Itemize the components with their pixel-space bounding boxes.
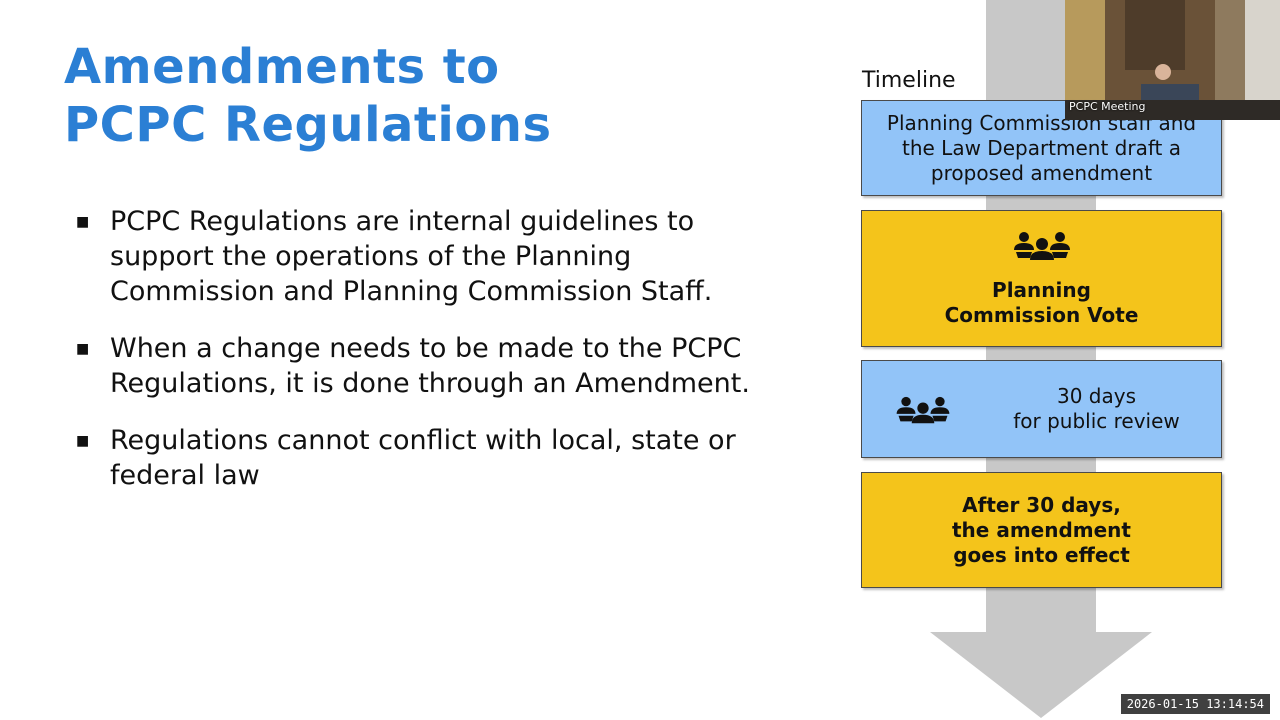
bullet-item: ■ When a change needs to be made to the … bbox=[76, 331, 776, 401]
bullet-text: PCPC Regulations are internal guidelines… bbox=[110, 206, 713, 307]
timeline-arrow-shape bbox=[930, 0, 1152, 718]
bullet-list: ■ PCPC Regulations are internal guidelin… bbox=[76, 204, 776, 515]
timeline-step-public-review: 30 days for public review bbox=[861, 360, 1222, 458]
timeline-step-text: After 30 days, the amendment goes into e… bbox=[952, 492, 1131, 567]
timestamp-overlay: 2026-01-15 13:14:54 bbox=[1120, 694, 1270, 714]
timeline-label: Timeline bbox=[862, 68, 956, 93]
timeline-step-text: Planning Commission Vote bbox=[944, 277, 1139, 327]
bullet-marker: ■ bbox=[76, 433, 90, 449]
participant-label: PCPC Meeting bbox=[1069, 100, 1146, 113]
timeline-arrow bbox=[930, 0, 1152, 718]
timeline-step-text: Planning Commission staff and the Law De… bbox=[886, 110, 1197, 185]
bullet-item: ■ PCPC Regulations are internal guidelin… bbox=[76, 204, 776, 309]
timeline-step-vote: Planning Commission Vote bbox=[861, 210, 1222, 347]
timeline-step-text: 30 days for public review bbox=[1013, 384, 1180, 434]
bullet-marker: ■ bbox=[76, 341, 90, 357]
bullet-marker: ■ bbox=[76, 214, 90, 230]
people-group-icon bbox=[1013, 231, 1070, 260]
bullet-text: Regulations cannot conflict with local, … bbox=[110, 425, 736, 491]
people-group-icon bbox=[896, 396, 950, 424]
participant-video-feed bbox=[1065, 0, 1280, 120]
timeline-step-effective: After 30 days, the amendment goes into e… bbox=[861, 472, 1222, 588]
slide-title: Amendments to PCPC Regulations bbox=[64, 38, 552, 154]
bullet-text: When a change needs to be made to the PC… bbox=[110, 333, 750, 399]
participant-video-tile[interactable]: PCPC Meeting bbox=[1065, 0, 1280, 120]
timeline-step-text-line-1: 30 days bbox=[1056, 384, 1136, 408]
slide-title-line-1: Amendments to bbox=[64, 39, 500, 95]
slide-title-line-2: PCPC Regulations bbox=[64, 97, 552, 153]
timeline-step-text-line-2: for public review bbox=[1013, 409, 1180, 433]
bullet-item: ■ Regulations cannot conflict with local… bbox=[76, 423, 776, 493]
